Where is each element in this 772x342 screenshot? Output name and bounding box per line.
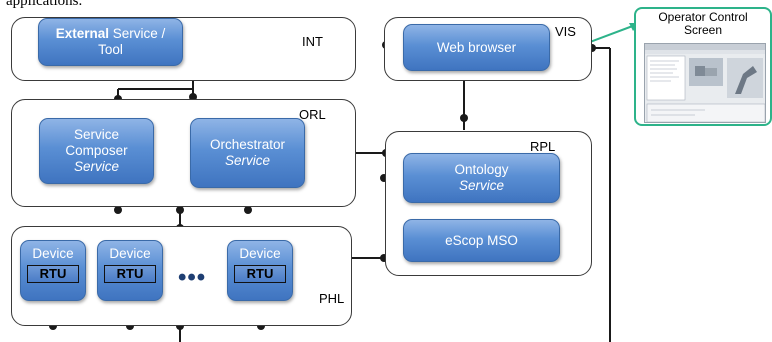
operator-screen-thumbnail — [644, 43, 766, 123]
device2-label: Device — [109, 246, 151, 261]
rtu3-label: RTU — [234, 265, 286, 283]
device-node-1: Device RTU — [20, 240, 86, 301]
rpl-layer-label: RPL — [530, 139, 556, 154]
rtu1-label: RTU — [27, 265, 79, 283]
escop-label: eScop MSO — [445, 232, 518, 248]
orchestrator-node: Orchestrator Service — [190, 118, 305, 188]
rtu2-label: RTU — [104, 265, 156, 283]
device1-label: Device — [32, 246, 74, 261]
operator-screen-title-2: Screen — [683, 23, 723, 37]
orchestrator-line2: Service — [224, 153, 270, 168]
device3-label: Device — [239, 246, 281, 261]
composer-line1: Service — [73, 127, 119, 142]
service-composer-node: Service Composer Service — [39, 118, 154, 184]
orchestrator-line1: Orchestrator — [209, 137, 286, 152]
external-service-node: External Service / Tool — [38, 18, 183, 66]
external-bold-label: External — [55, 26, 109, 41]
external-line2-label: Tool — [98, 42, 123, 57]
vis-layer-label: VIS — [555, 24, 576, 39]
web-browser-label: Web browser — [436, 39, 517, 55]
operator-screen-panel: Operator Control Screen — [634, 7, 772, 126]
web-browser-node: Web browser — [403, 24, 550, 71]
composer-line3: Service — [73, 159, 119, 174]
operator-screen-title-1: Operator Control — [658, 10, 748, 24]
top-caption-fragment: applications. — [6, 0, 83, 9]
ellipsis-more-devices: ••• — [178, 264, 207, 291]
orl-layer-label: ORL — [299, 107, 326, 122]
ontology-line1: Ontology — [454, 162, 509, 177]
int-layer-label: INT — [302, 34, 323, 49]
ontology-line2: Service — [458, 178, 504, 193]
operator-screen-illustration — [645, 44, 765, 122]
device-node-2: Device RTU — [97, 240, 163, 301]
device-node-3: Device RTU — [227, 240, 293, 301]
ontology-service-node: Ontology Service — [403, 153, 560, 203]
phl-layer-label: PHL — [319, 291, 345, 306]
composer-line2: Composer — [65, 143, 128, 158]
external-rest-label: Service / — [109, 26, 166, 41]
escop-mso-node: eScop MSO — [403, 219, 560, 262]
